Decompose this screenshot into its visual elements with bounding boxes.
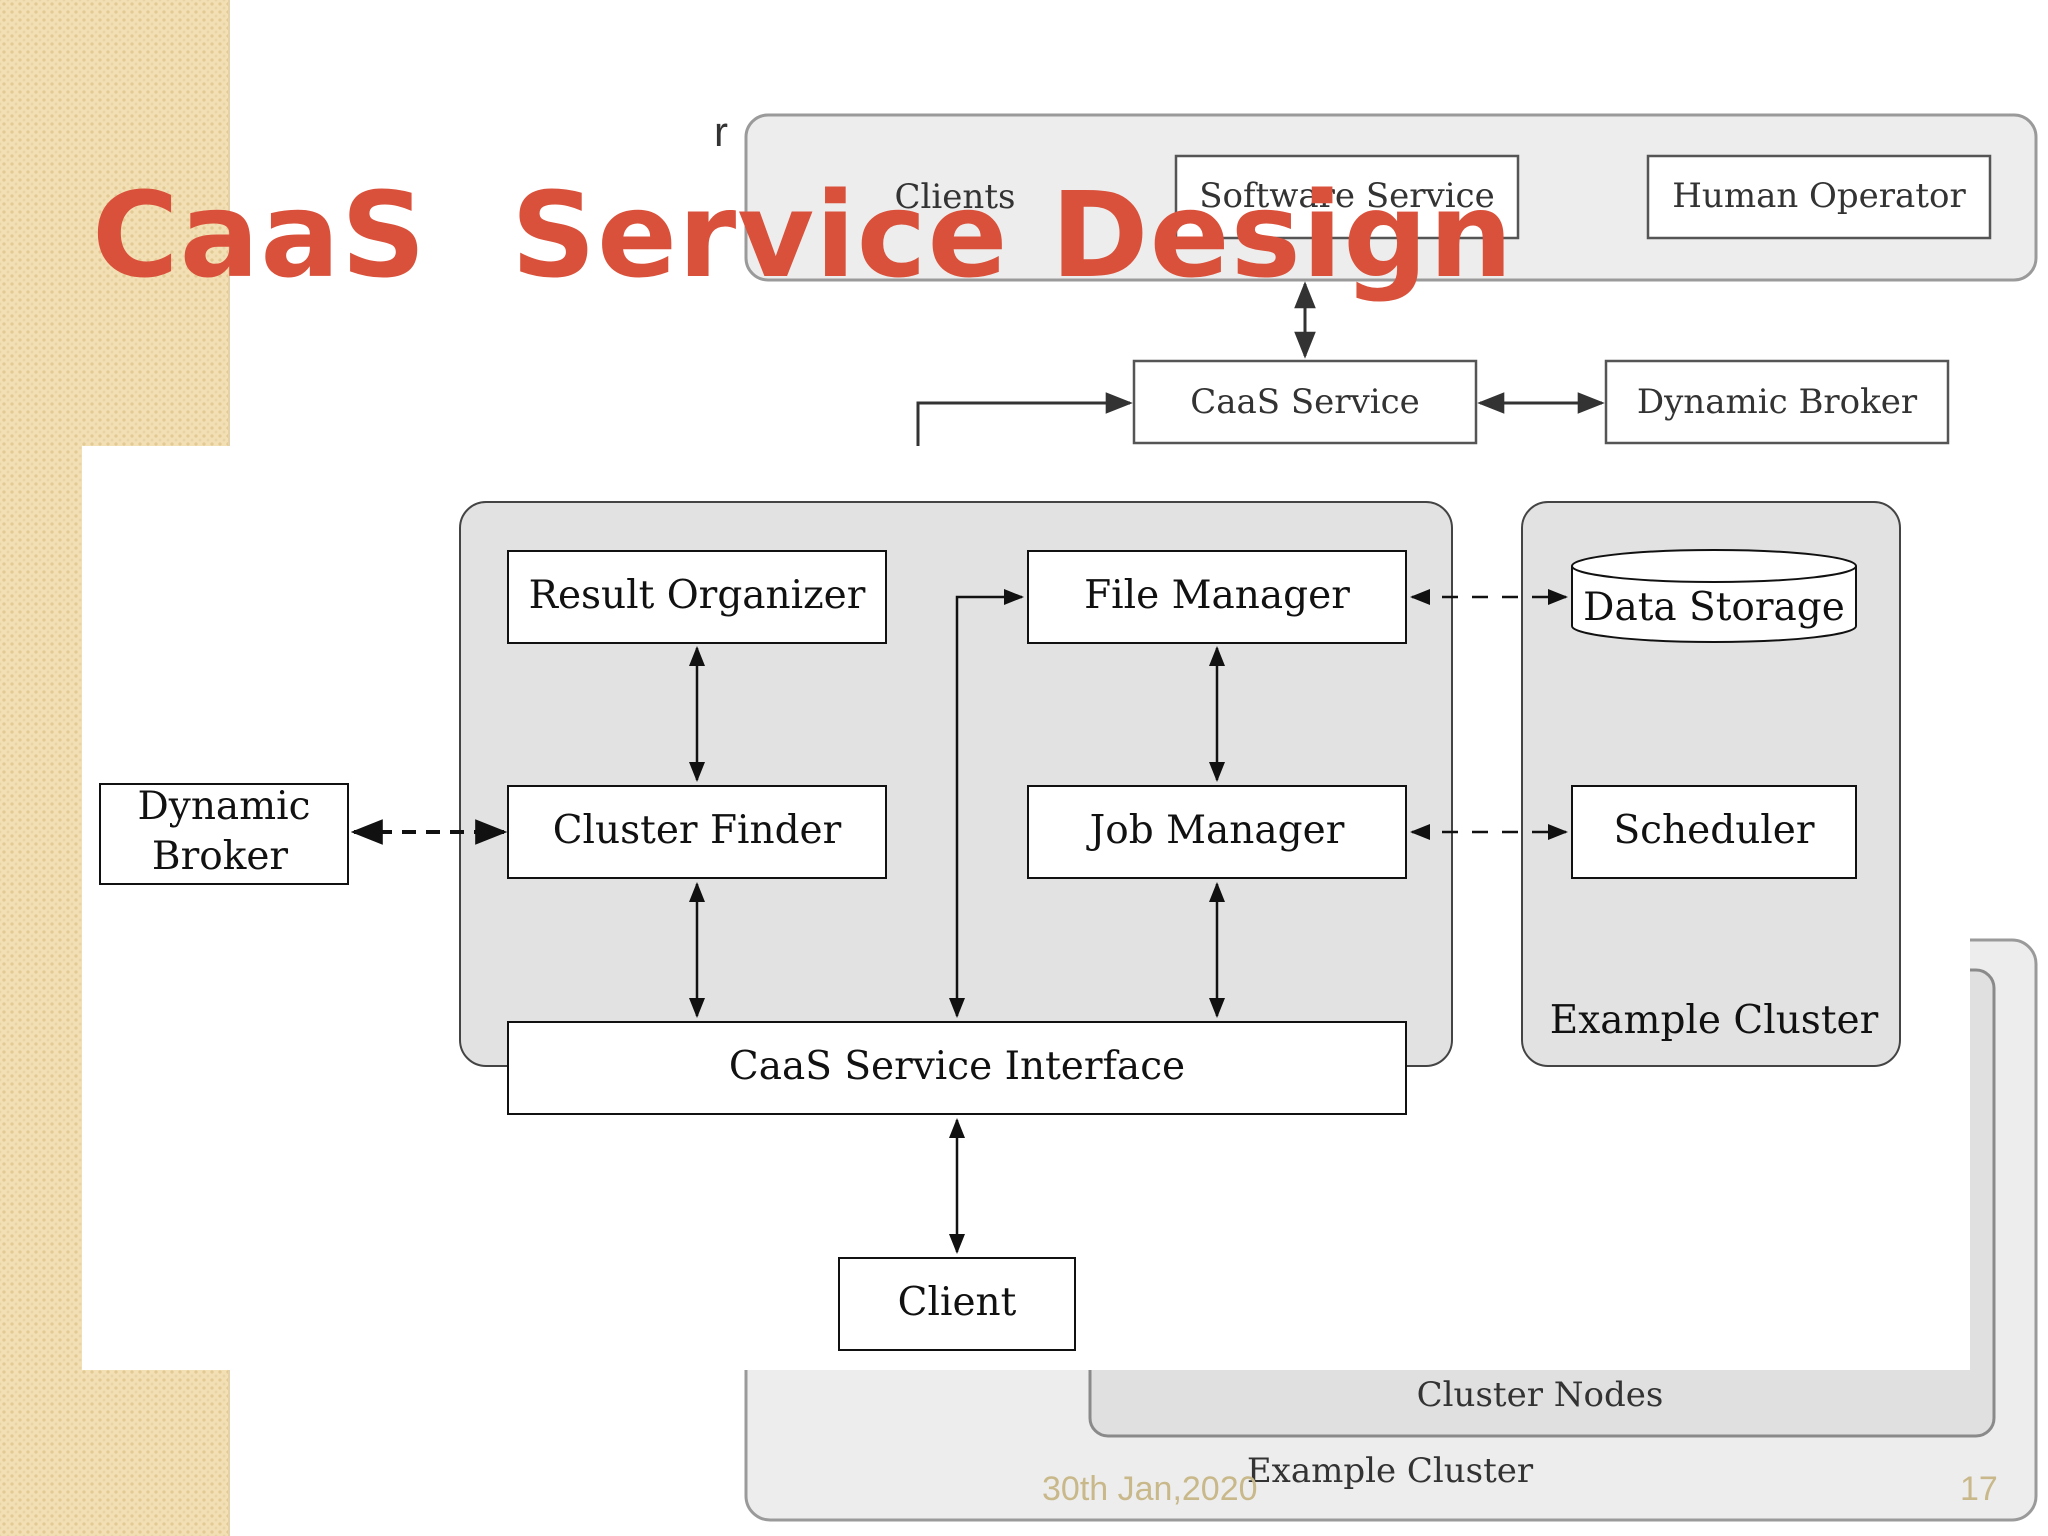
result-organizer-box: Result Organizer	[507, 550, 887, 644]
bg-dynamic-broker-box: Dynamic Broker	[1604, 359, 1950, 445]
data-storage-label: Data Storage	[1583, 585, 1845, 630]
result-organizer-label: Result Organizer	[529, 573, 866, 618]
bg-caas-service-label: CaaS Service	[1190, 382, 1420, 422]
dynamic-broker-box: Dynamic Broker	[99, 783, 349, 885]
data-storage-cylinder: Data Storage	[1571, 549, 1857, 643]
job-manager-label: Job Manager	[1086, 808, 1345, 853]
slide-title: CaaS Service Design	[92, 166, 1514, 304]
partial-text-fragment: r	[714, 108, 728, 155]
bg-caas-service-box: CaaS Service	[1132, 359, 1478, 445]
scheduler-box: Scheduler	[1571, 785, 1857, 879]
bg-cluster-nodes-label: Cluster Nodes	[1417, 1375, 1664, 1415]
job-manager-box: Job Manager	[1027, 785, 1407, 879]
page-number: 17	[1960, 1470, 1998, 1508]
bg-arrow-into-caas	[916, 392, 1133, 450]
dynamic-broker-label-line2: Broker	[152, 834, 288, 879]
example-cluster-group	[1521, 501, 1901, 1067]
dynamic-broker-label-line1: Dynamic	[138, 784, 311, 829]
bg-software-service-box: Software Service	[1174, 154, 1520, 240]
example-cluster-label: Example Cluster	[1550, 998, 1879, 1043]
file-manager-label: File Manager	[1084, 573, 1350, 618]
bg-example-cluster-label: Example Cluster	[1247, 1451, 1534, 1491]
caas-service-interface-box: CaaS Service Interface	[507, 1021, 1407, 1115]
scheduler-label: Scheduler	[1613, 808, 1814, 853]
client-box: Client	[838, 1257, 1076, 1351]
bg-clients-label: Clients	[895, 177, 1016, 217]
client-label: Client	[898, 1280, 1017, 1325]
cluster-finder-label: Cluster Finder	[553, 808, 842, 853]
bg-human-operator-label: Human Operator	[1672, 176, 1966, 216]
footer-date: 30th Jan,2020	[1042, 1470, 1258, 1508]
cluster-finder-box: Cluster Finder	[507, 785, 887, 879]
bg-software-service-label: Software Service	[1199, 176, 1494, 216]
arrow-interface-file-manager	[949, 589, 1024, 1018]
bg-human-operator-box: Human Operator	[1646, 154, 1992, 240]
file-manager-box: File Manager	[1027, 550, 1407, 644]
caas-service-interface-label: CaaS Service Interface	[729, 1044, 1185, 1089]
bg-dynamic-broker-label: Dynamic Broker	[1637, 382, 1918, 422]
